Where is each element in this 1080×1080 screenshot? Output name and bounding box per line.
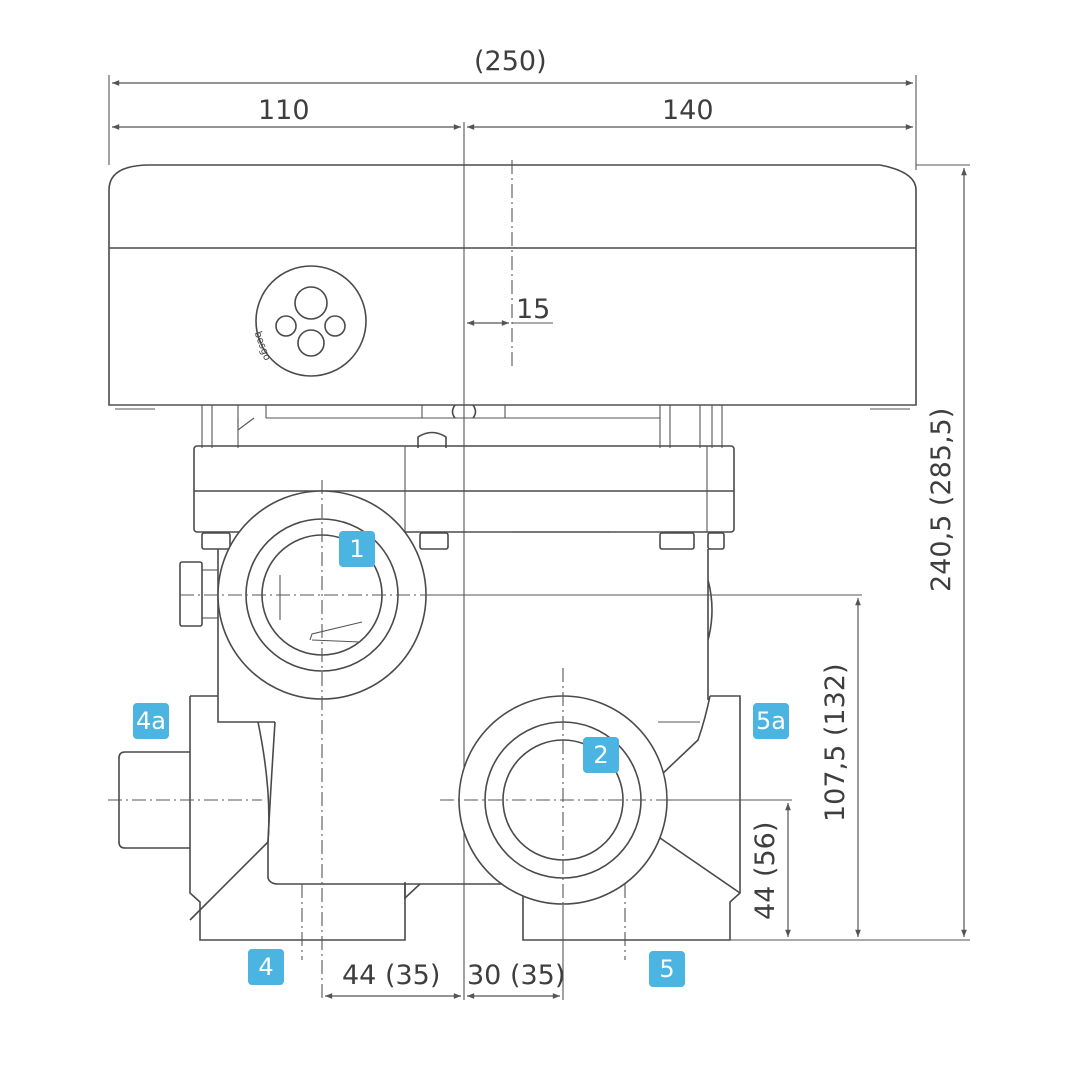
port-badge-5a: 5a <box>753 703 789 739</box>
valve-flange <box>193 445 735 550</box>
right-height-dimensions <box>730 164 970 941</box>
port-badge-2: 2 <box>583 737 619 773</box>
port-badge-5: 5 <box>649 951 685 987</box>
dim-bottom-left: 44 (35) <box>342 960 441 991</box>
centre-lines <box>108 480 862 1000</box>
dim-bottom-right: 30 (35) <box>467 960 566 991</box>
valve-body <box>118 549 741 941</box>
actuator-housing <box>108 160 917 410</box>
dim-overall-height: 240,5 (285,5) <box>926 407 957 592</box>
dim-overall-width: (250) <box>474 46 547 77</box>
overall-width-dimension <box>108 75 917 170</box>
dim-bottom-port-height: 44 (56) <box>750 821 781 920</box>
standoffs <box>201 404 723 448</box>
port-badge-4: 4 <box>248 949 284 985</box>
dim-offset: 15 <box>516 294 551 325</box>
logo-disc <box>255 265 367 377</box>
dim-port-height: 107,5 (132) <box>820 663 851 822</box>
dim-right-width: 140 <box>662 95 714 126</box>
port-badge-1: 1 <box>339 531 375 567</box>
dim-left-width: 110 <box>258 95 310 126</box>
port-badge-4a: 4a <box>133 703 169 739</box>
